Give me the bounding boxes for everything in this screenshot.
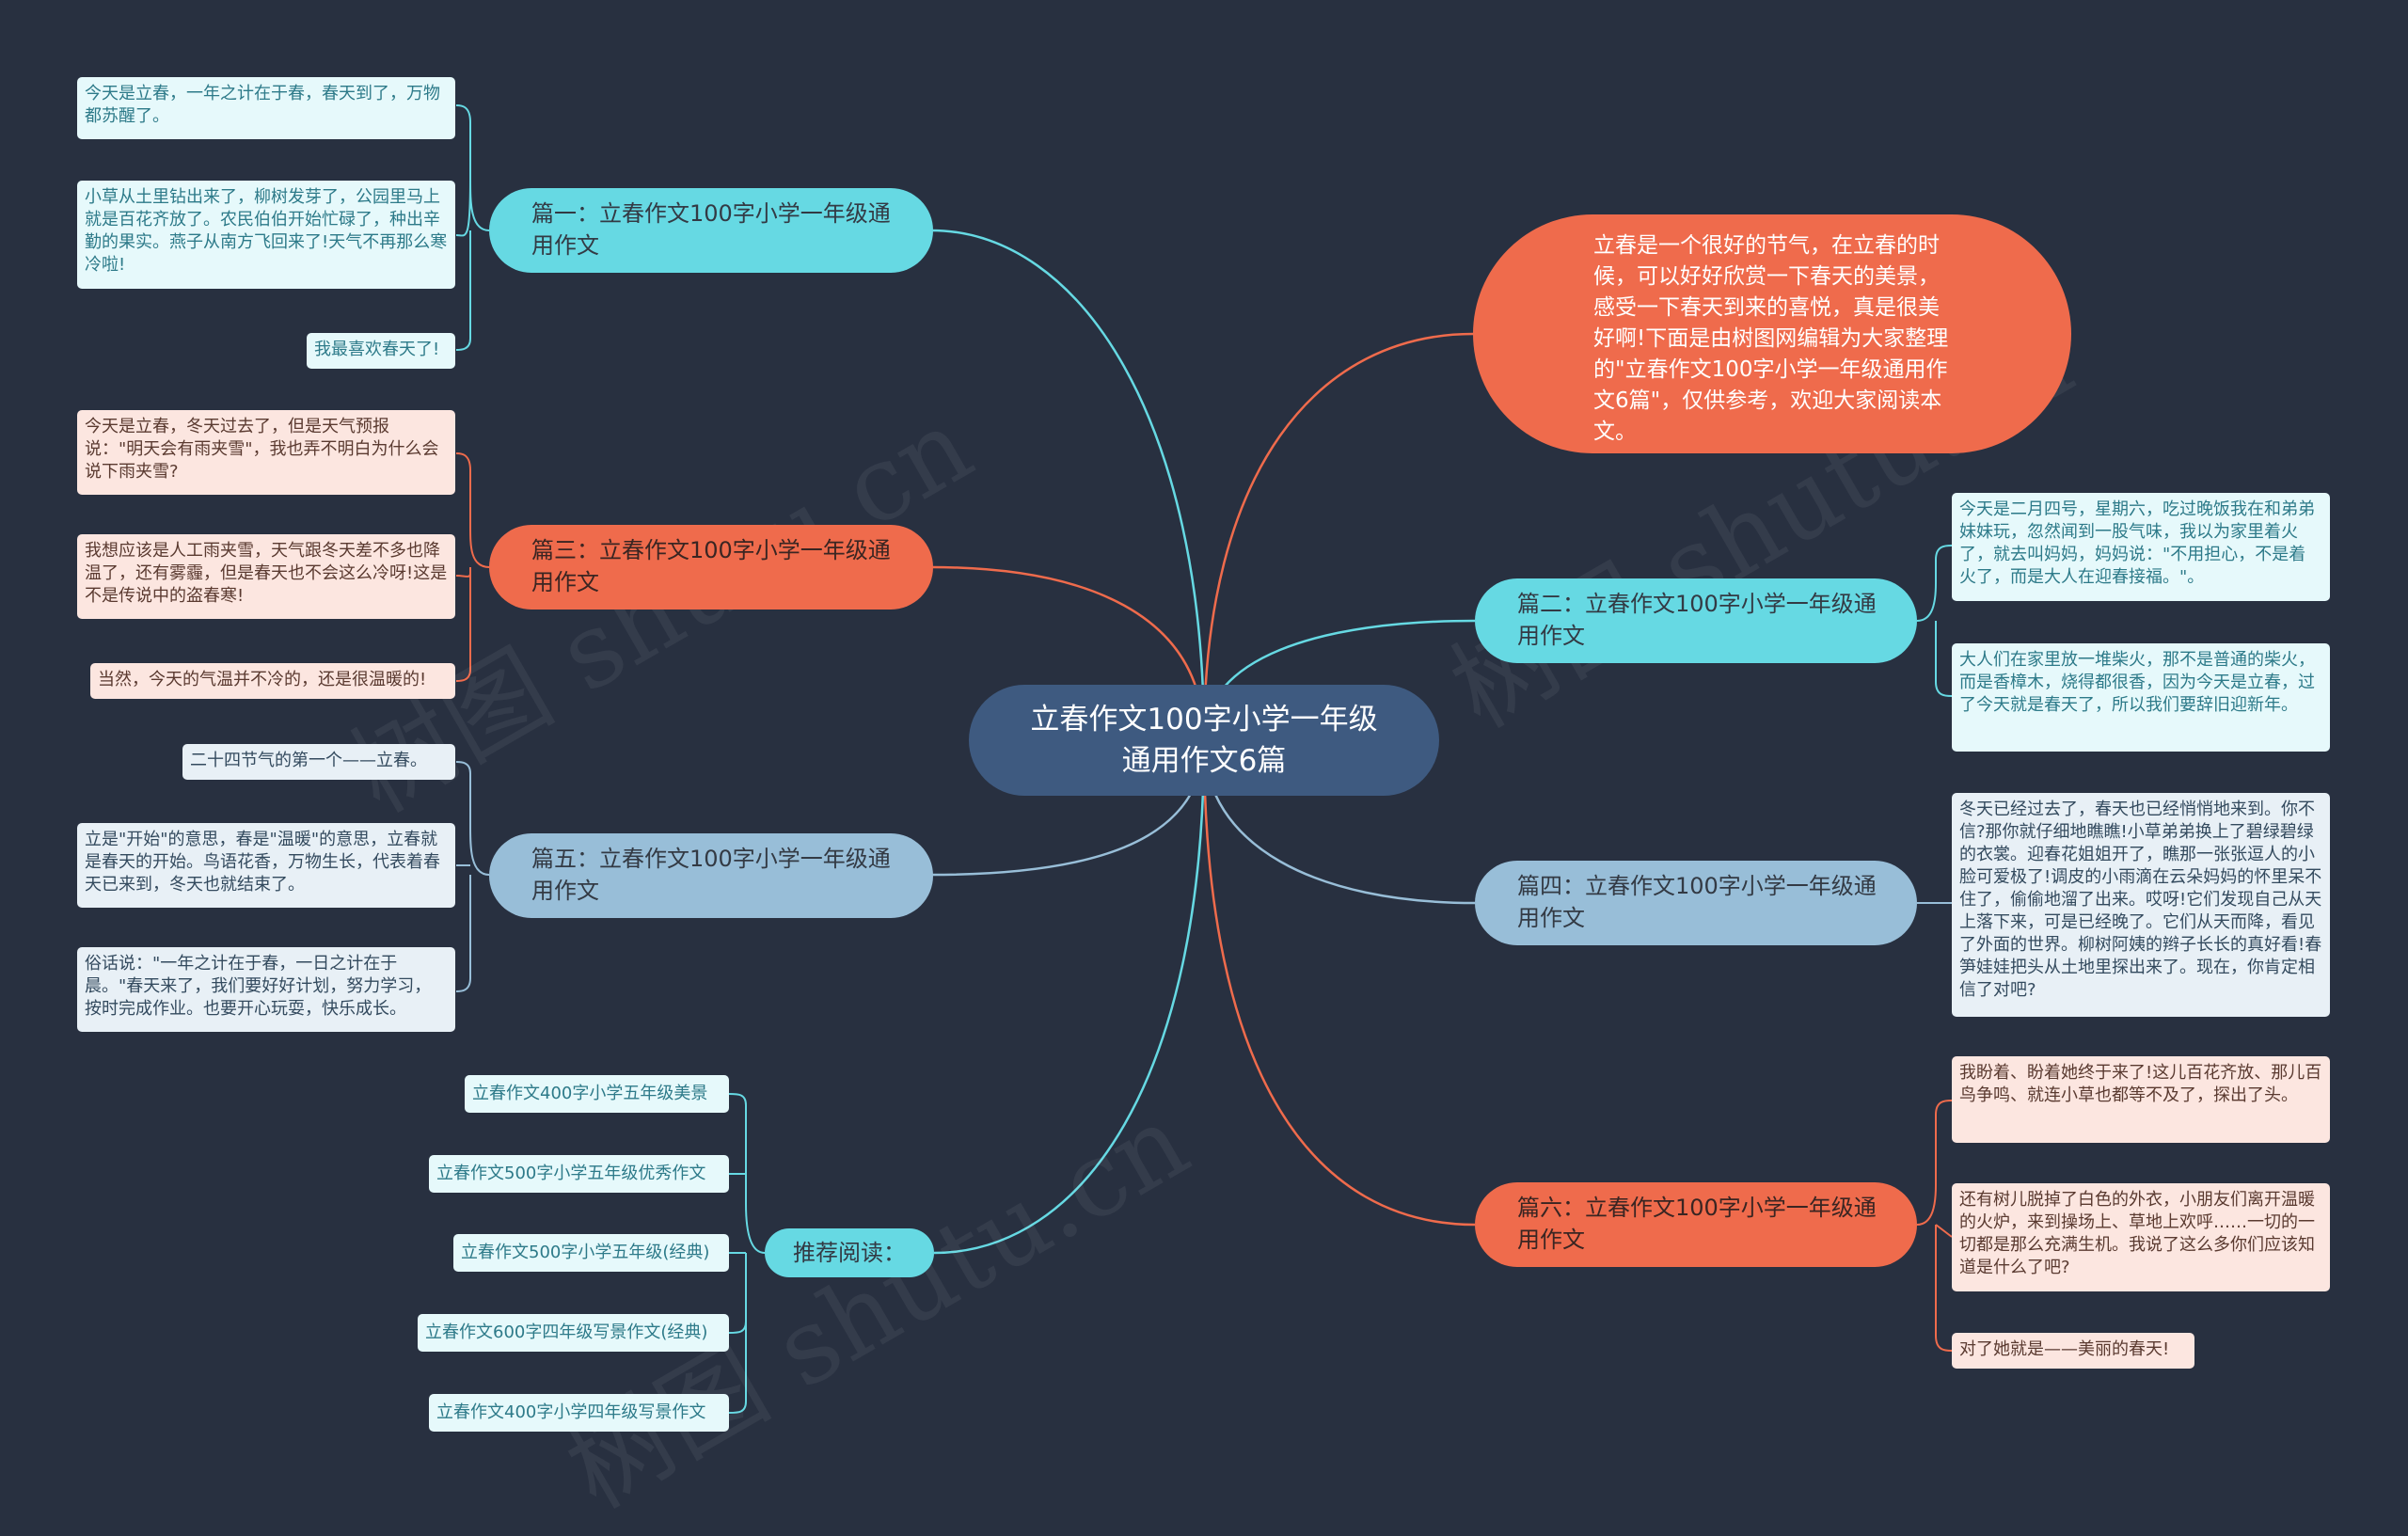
recommend-link-1[interactable]: 立春作文400字小学五年级美景: [465, 1075, 729, 1113]
branch-1-label: 篇一：立春作文100字小学一年级通用作文: [531, 200, 891, 259]
link-b5-leaves: [455, 761, 490, 992]
branch-2-label: 篇二：立春作文100字小学一年级通用作文: [1517, 591, 1877, 649]
b2-leaf-2[interactable]: 大人们在家里放一堆柴火，那不是普通的柴火，而是香樟木，烧得都很香，因为今天是立春…: [1952, 643, 2330, 752]
intro-text: 立春是一个很好的节气，在立春的时候，可以好好欣赏一下春天的美景，感受一下春天到来…: [1593, 232, 1949, 444]
leaf-text: 今天是立春，一年之计在于春，春天到了，万物都苏醒了。: [85, 84, 440, 126]
link-center-rec: [933, 739, 1206, 1255]
leaf-text: 我最喜欢春天了!: [314, 340, 440, 359]
leaf-text: 对了她就是——美丽的春天!: [1959, 1339, 2170, 1359]
link-text: 立春作文400字小学五年级美景: [472, 1084, 708, 1103]
b2-leaf-1[interactable]: 今天是二月四号，星期六，吃过晚饭我在和弟弟妹妹玩，忽然闻到一股气味，我以为家里着…: [1952, 493, 2330, 601]
b5-leaf-2[interactable]: 立是"开始"的意思，春是"温暖"的意思，立春就是春天的开始。鸟语花香，万物生长，…: [77, 823, 455, 908]
b1-leaf-3[interactable]: 我最喜欢春天了!: [307, 333, 455, 369]
b6-leaf-1[interactable]: 我盼着、盼着她终于来了!这儿百花齐放、那儿百鸟争鸣、就连小草也都等不及了，探出了…: [1952, 1056, 2330, 1143]
leaf-text: 今天是二月四号，星期六，吃过晚饭我在和弟弟妹妹玩，忽然闻到一股气味，我以为家里着…: [1959, 499, 2315, 587]
link-b6-leaves: [1916, 1100, 1953, 1352]
leaf-text: 我盼着、盼着她终于来了!这儿百花齐放、那儿百鸟争鸣、就连小草也都等不及了，探出了…: [1959, 1063, 2322, 1105]
b1-leaf-2[interactable]: 小草从土里钻出来了，柳树发芽了，公园里马上就是百花齐放了。农民伯伯开始忙碌了，种…: [77, 181, 455, 289]
link-center-b6: [1202, 739, 1476, 1227]
b3-leaf-3[interactable]: 当然，今天的气温并不冷的，还是很温暖的!: [90, 663, 455, 699]
recommend-button[interactable]: 推荐阅读：: [765, 1228, 934, 1277]
link-b3-leaves: [455, 452, 490, 682]
b3-leaf-1[interactable]: 今天是立春，冬天过去了，但是天气预报说："明天会有雨夹雪"，我也弄不明白为什么会…: [77, 410, 455, 495]
leaf-text: 还有树儿脱掉了白色的外衣，小朋友们离开温暖的火炉，来到操场上、草地上欢呼……一切…: [1959, 1190, 2315, 1277]
leaf-text: 俗话说："一年之计在于春，一日之计在于晨。"春天来了，我们要好好计划，努力学习，…: [85, 954, 432, 1019]
link-text: 立春作文400字小学四年级写景作文: [436, 1402, 706, 1422]
b1-leaf-1[interactable]: 今天是立春，一年之计在于春，春天到了，万物都苏醒了。: [77, 77, 455, 139]
recommend-link-3[interactable]: 立春作文500字小学五年级(经典): [453, 1234, 729, 1272]
branch-2[interactable]: 篇二：立春作文100字小学一年级通用作文: [1475, 578, 1917, 663]
branch-5-label: 篇五：立春作文100字小学一年级通用作文: [531, 846, 891, 904]
link-b1-leaves: [455, 104, 490, 351]
branch-6-label: 篇六：立春作文100字小学一年级通用作文: [1517, 1195, 1877, 1253]
leaf-text: 二十四节气的第一个——立春。: [190, 751, 427, 770]
central-topic-label: 立春作文100字小学一年级通用作文6篇: [1030, 703, 1378, 778]
leaf-text: 小草从土里钻出来了，柳树发芽了，公园里马上就是百花齐放了。农民伯伯开始忙碌了，种…: [85, 187, 448, 275]
leaf-text: 大人们在家里放一堆柴火，那不是普通的柴火，而是香樟木，烧得都很香，因为今天是立春…: [1959, 650, 2315, 715]
link-text: 立春作文500字小学五年级(经典): [461, 1243, 710, 1262]
link-rec-leaves: [728, 1093, 766, 1414]
b6-leaf-2[interactable]: 还有树儿脱掉了白色的外衣，小朋友们离开温暖的火炉，来到操场上、草地上欢呼……一切…: [1952, 1183, 2330, 1291]
link-center-intro: [1202, 332, 1474, 741]
leaf-text: 今天是立春，冬天过去了，但是天气预报说："明天会有雨夹雪"，我也弄不明白为什么会…: [85, 417, 439, 482]
branch-3[interactable]: 篇三：立春作文100字小学一年级通用作文: [489, 525, 933, 610]
central-topic[interactable]: 立春作文100字小学一年级通用作文6篇: [969, 685, 1439, 796]
recommend-link-4[interactable]: 立春作文600字四年级写景作文(经典): [418, 1314, 729, 1352]
b4-leaf-1[interactable]: 冬天已经过去了，春天也已经悄悄地来到。你不信?那你就仔细地瞧瞧!小草弟弟换上了碧…: [1952, 793, 2330, 1017]
branch-1[interactable]: 篇一：立春作文100字小学一年级通用作文: [489, 188, 933, 273]
branch-5[interactable]: 篇五：立春作文100字小学一年级通用作文: [489, 833, 933, 918]
link-b2-leaves: [1916, 545, 1953, 697]
leaf-text: 立是"开始"的意思，春是"温暖"的意思，立春就是春天的开始。鸟语花香，万物生长，…: [85, 830, 440, 895]
b3-leaf-2[interactable]: 我想应该是人工雨夹雪，天气跟冬天差不多也降温了，还有雾霾，但是春天也不会这么冷呀…: [77, 534, 455, 619]
leaf-text: 我想应该是人工雨夹雪，天气跟冬天差不多也降温了，还有雾霾，但是春天也不会这么冷呀…: [85, 541, 448, 606]
link-text: 立春作文600字四年级写景作文(经典): [425, 1322, 708, 1342]
leaf-text: 冬天已经过去了，春天也已经悄悄地来到。你不信?那你就仔细地瞧瞧!小草弟弟换上了碧…: [1959, 800, 2322, 1000]
b6-leaf-3[interactable]: 对了她就是——美丽的春天!: [1952, 1333, 2194, 1369]
branch-6[interactable]: 篇六：立春作文100字小学一年级通用作文: [1475, 1182, 1917, 1267]
link-center-b1: [930, 229, 1206, 741]
b5-leaf-1[interactable]: 二十四节气的第一个——立春。: [182, 744, 455, 780]
recommend-label: 推荐阅读：: [793, 1240, 906, 1266]
branch-4-label: 篇四：立春作文100字小学一年级通用作文: [1517, 873, 1877, 931]
recommend-link-2[interactable]: 立春作文500字小学五年级优秀作文: [429, 1155, 729, 1193]
intro-node[interactable]: 立春是一个很好的节气，在立春的时候，可以好好欣赏一下春天的美景，感受一下春天到来…: [1473, 214, 2071, 453]
branch-3-label: 篇三：立春作文100字小学一年级通用作文: [531, 537, 891, 595]
branch-4[interactable]: 篇四：立春作文100字小学一年级通用作文: [1475, 861, 1917, 945]
leaf-text: 当然，今天的气温并不冷的，还是很温暖的!: [98, 670, 427, 689]
recommend-link-5[interactable]: 立春作文400字小学四年级写景作文: [429, 1394, 729, 1432]
link-text: 立春作文500字小学五年级优秀作文: [436, 1164, 706, 1183]
b5-leaf-3[interactable]: 俗话说："一年之计在于春，一日之计在于晨。"春天来了，我们要好好计划，努力学习，…: [77, 947, 455, 1032]
